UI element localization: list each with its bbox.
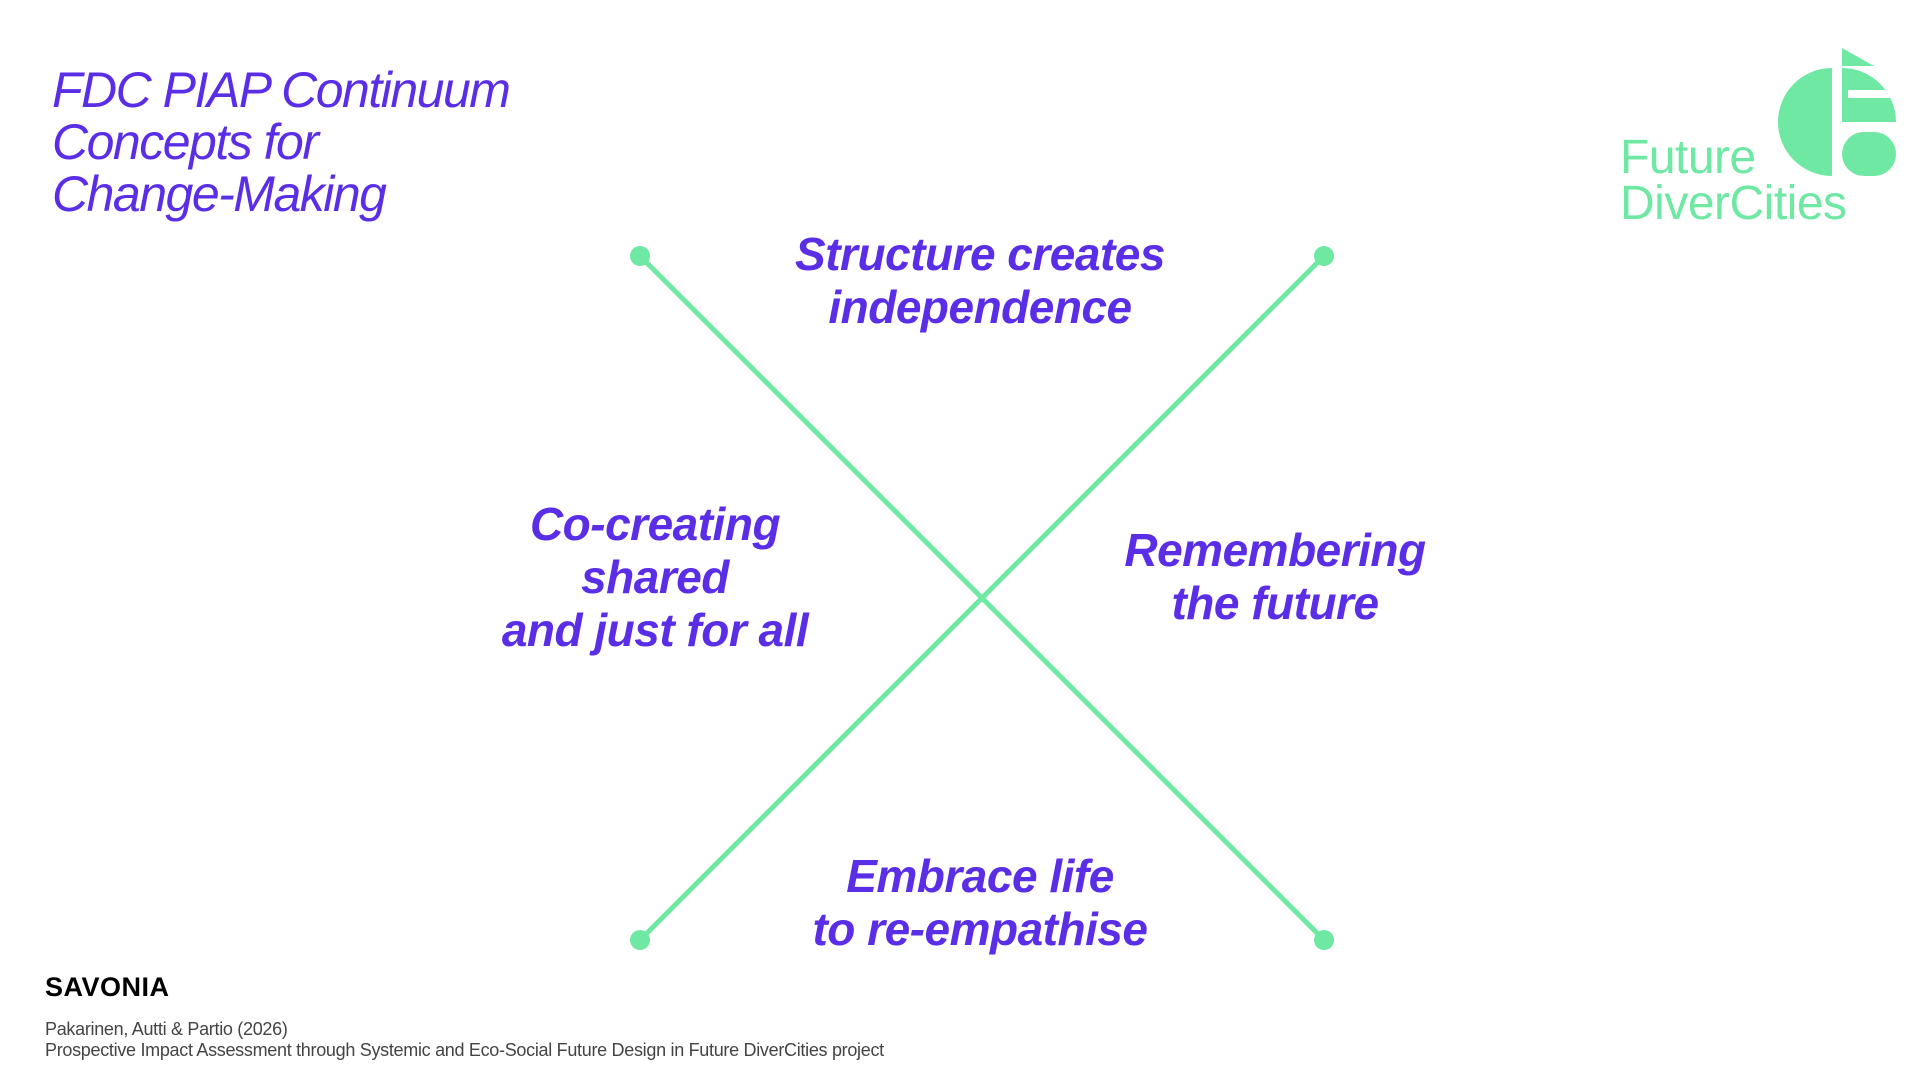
concept-bottom: Embrace life to re-empathise bbox=[720, 850, 1240, 956]
endpoint-bottom-left bbox=[630, 930, 650, 950]
concept-left-line-3: and just for all bbox=[501, 604, 809, 656]
concept-right-line-1: Remembering bbox=[1124, 524, 1426, 576]
concept-top: Structure creates independence bbox=[700, 228, 1260, 334]
endpoint-bottom-right bbox=[1314, 930, 1334, 950]
future-divercities-logo: Future DiverCities bbox=[1620, 46, 1900, 246]
concept-bottom-line-2: to re-empathise bbox=[812, 903, 1148, 955]
logo-word-future: Future bbox=[1620, 131, 1756, 184]
diagonal-line-ascending bbox=[637, 253, 1327, 943]
page-title: FDC PIAP Continuum Concepts for Change-M… bbox=[52, 62, 511, 222]
logo-word-divercities: DiverCities bbox=[1620, 177, 1847, 230]
concept-top-line-1: Structure creates bbox=[795, 228, 1165, 280]
title-line-2: Concepts for bbox=[52, 114, 319, 170]
title-line-3: Change-Making bbox=[52, 166, 387, 222]
concept-left-line-2: shared bbox=[581, 551, 729, 603]
endpoint-top-right bbox=[1314, 246, 1334, 266]
concept-left: Co-creating shared and just for all bbox=[435, 498, 875, 657]
endpoint-top-left bbox=[630, 246, 650, 266]
savonia-logo: SAVONIA bbox=[45, 972, 170, 1002]
citation-title: Prospective Impact Assessment through Sy… bbox=[45, 1040, 884, 1060]
concept-right-line-2: the future bbox=[1171, 577, 1379, 629]
concept-right: Remembering the future bbox=[1075, 524, 1475, 630]
citation-authors: Pakarinen, Autti & Partio (2026) bbox=[45, 1019, 288, 1039]
concept-top-line-2: independence bbox=[828, 281, 1132, 333]
citation: Pakarinen, Autti & Partio (2026) Prospec… bbox=[45, 1019, 884, 1061]
concept-left-line-1: Co-creating bbox=[529, 498, 781, 550]
concept-bottom-line-1: Embrace life bbox=[846, 850, 1114, 902]
title-line-1: FDC PIAP Continuum bbox=[52, 62, 511, 118]
logo-emblem-icon bbox=[1778, 48, 1900, 176]
